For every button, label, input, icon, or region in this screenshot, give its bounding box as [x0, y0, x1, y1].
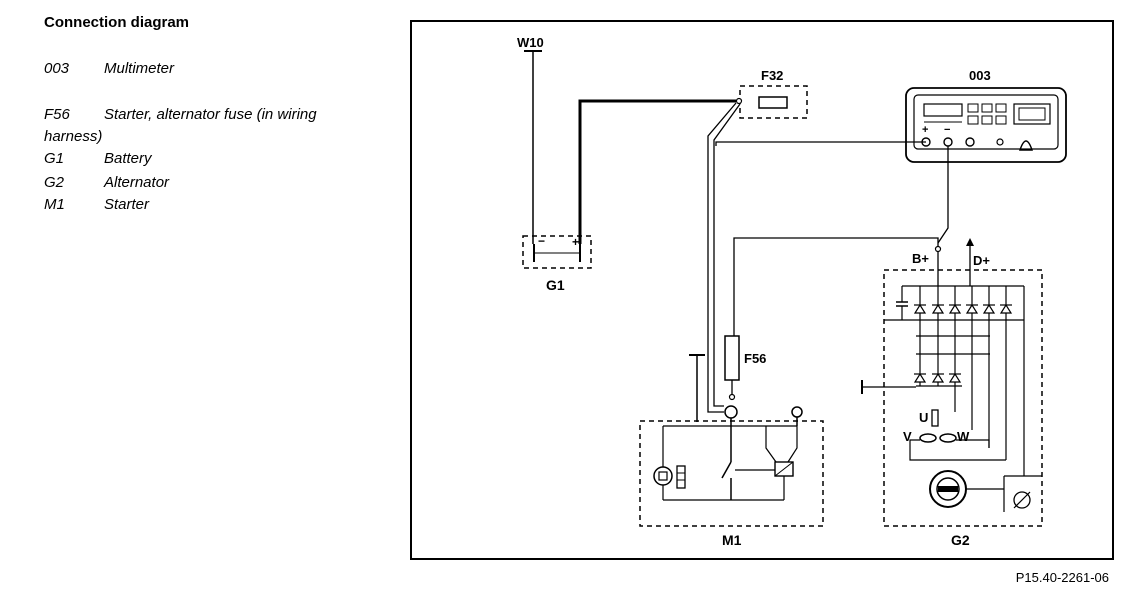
multimeter-003: 003 + − — [905, 68, 1067, 163]
legend-desc: Battery — [104, 150, 152, 167]
legend-desc: Multimeter — [104, 60, 175, 77]
battery-plus: + — [572, 235, 579, 249]
legend-desc: Alternator — [104, 174, 170, 191]
battery-minus: − — [538, 234, 545, 248]
label-f32: F32 — [761, 68, 783, 83]
label-dplus: D+ — [973, 253, 990, 268]
meter-minus: − — [944, 124, 950, 136]
alternator-g2: B+ D+ — [861, 238, 1043, 548]
legend-desc-continued: harness) — [44, 128, 103, 145]
label-w: W — [957, 429, 970, 444]
meter-negative-lead — [937, 146, 949, 244]
legend-code: F56 — [44, 106, 70, 123]
legend-code: G1 — [44, 150, 65, 167]
label-m1: M1 — [722, 532, 742, 548]
figure-reference: P15.40-2261-06 — [1015, 570, 1109, 585]
ground-w10: W10 — [517, 35, 544, 244]
label-g2: G2 — [951, 532, 970, 548]
fuse-box-f32: F32 — [735, 68, 808, 119]
label-u: U — [919, 410, 928, 425]
label-g1: G1 — [546, 277, 565, 293]
battery-positive-cable — [578, 99, 736, 244]
label-v: V — [903, 429, 912, 444]
meter-positive-lead — [715, 141, 926, 146]
label-bplus: B+ — [912, 251, 929, 266]
legend-code: M1 — [44, 196, 65, 213]
diagram-frame — [410, 20, 1114, 560]
fuse-f56: F56 — [724, 335, 766, 401]
label-003: 003 — [969, 68, 991, 83]
legend-title: Connection diagram — [44, 14, 190, 31]
meter-plus: + — [922, 124, 928, 136]
legend-desc: Starter, alternator fuse (in wiring — [104, 106, 317, 123]
legend-code: G2 — [44, 174, 65, 191]
legend-code: 003 — [44, 60, 70, 77]
battery-g1: − + G1 — [522, 234, 592, 293]
legend-desc: Starter — [104, 196, 150, 213]
label-w10: W10 — [517, 35, 544, 50]
label-f56: F56 — [744, 351, 766, 366]
starter-m1: M1 — [639, 354, 824, 548]
